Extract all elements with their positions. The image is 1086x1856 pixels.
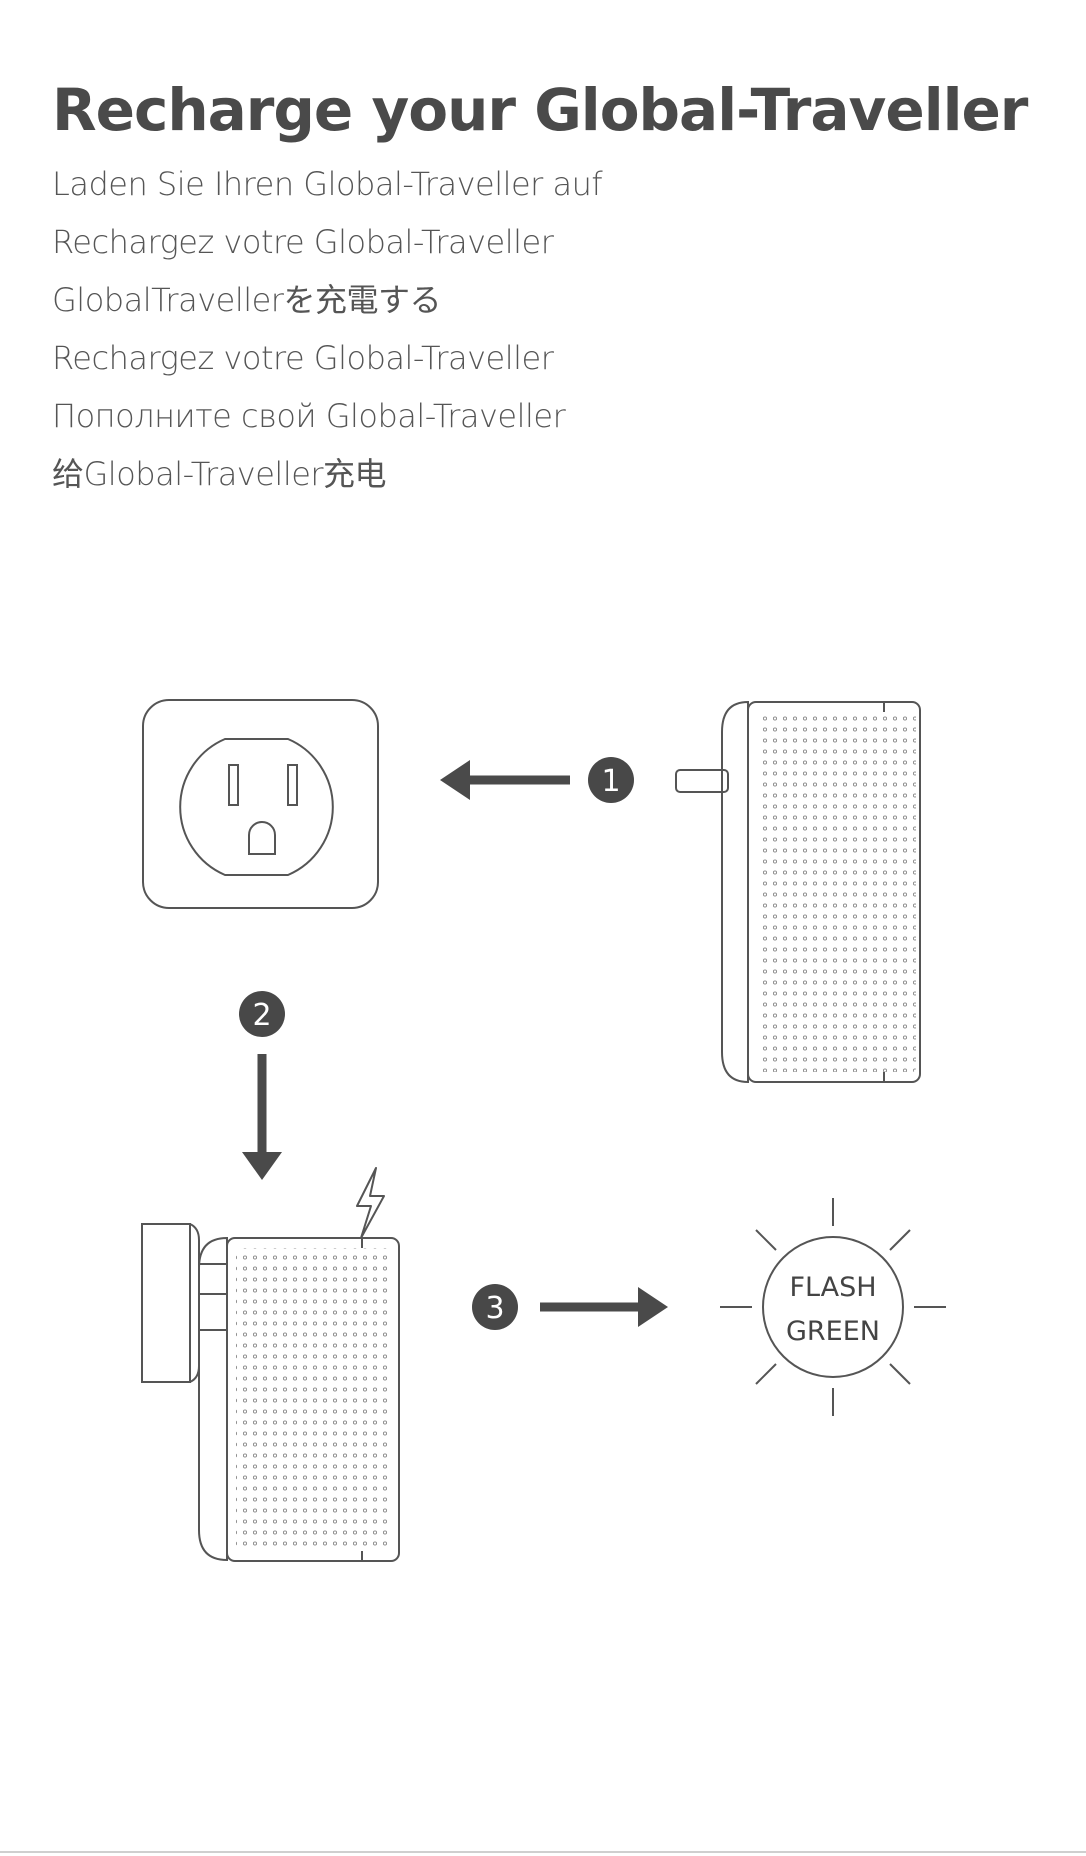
lightning-bolt-icon [357, 1168, 384, 1238]
step-2-badge: 2 [239, 991, 285, 1037]
step-1-arrow-icon [440, 760, 570, 800]
step-3-arrow-icon [540, 1287, 668, 1327]
subtitle-chinese: 给Global-Traveller充电 [52, 454, 602, 512]
subtitle-russian: Пополните свой Global-Traveller [52, 396, 602, 454]
subtitle-japanese: GlobalTravellerを充電する [52, 280, 602, 338]
page-title: Recharge your Global-Traveller [52, 76, 1027, 144]
travel-charger-plugged-in-icon [142, 1224, 399, 1561]
subtitle-french-repeat: Rechargez votre Global-Traveller [52, 338, 602, 396]
bottom-divider [0, 1851, 1086, 1853]
wall-outlet-icon [143, 700, 378, 908]
step-2-arrow-icon [242, 1054, 282, 1180]
subtitle-german: Laden Sie Ihren Global-Traveller auf [52, 164, 602, 222]
step-1-badge: 1 [588, 757, 634, 803]
travel-charger-unplugged-icon [676, 702, 920, 1082]
step-3-badge: 3 [472, 1284, 518, 1330]
step-1-number: 1 [601, 764, 620, 799]
charging-instructions-diagram: 1 2 3 [0, 680, 1086, 1640]
subtitle-french: Rechargez votre Global-Traveller [52, 222, 602, 280]
green-label: GREEN [786, 1316, 880, 1347]
step-2-number: 2 [252, 998, 271, 1033]
step-3-number: 3 [485, 1291, 504, 1326]
translated-subtitles: Laden Sie Ihren Global-Traveller auf Rec… [52, 164, 602, 512]
flash-label: FLASH [789, 1272, 876, 1303]
flash-green-indicator-icon: FLASH GREEN [720, 1198, 946, 1416]
